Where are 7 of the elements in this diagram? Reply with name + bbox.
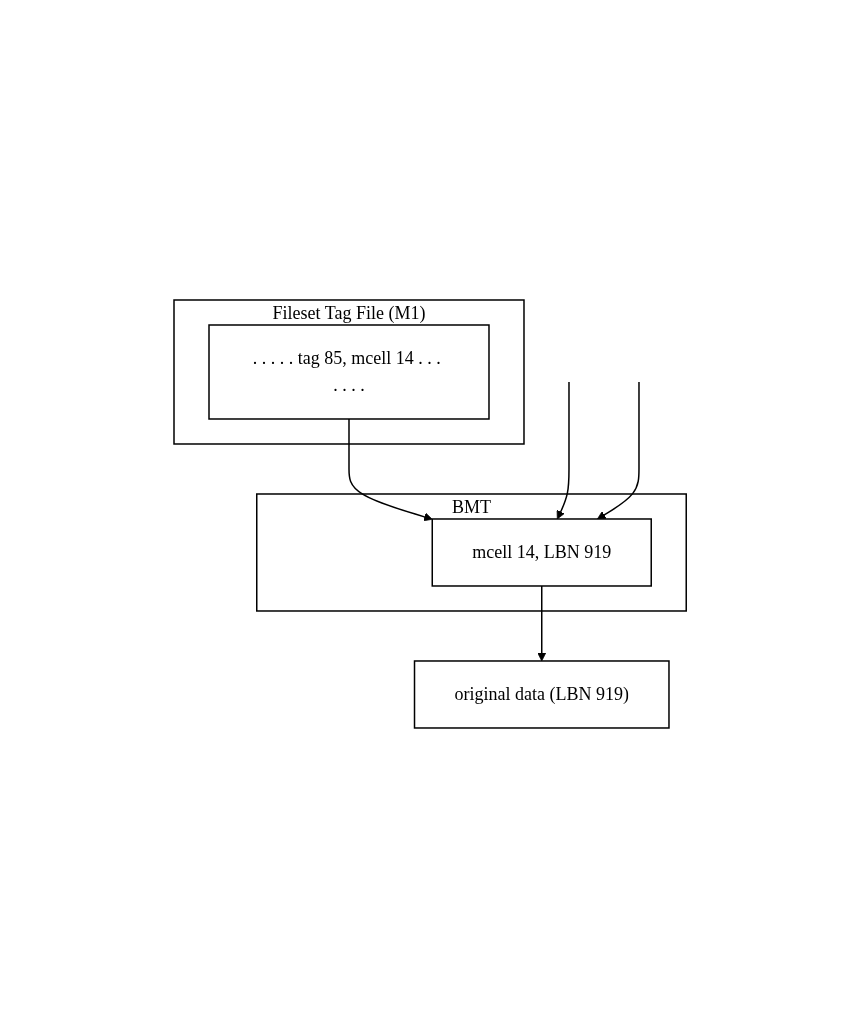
node-box: original data (LBN 919) <box>413 660 670 729</box>
arrow <box>348 418 433 522</box>
arrow <box>556 381 570 520</box>
node-box: . . . . . tag 85, mcell 14 . . . . . . . <box>208 324 490 420</box>
arrow <box>596 381 640 520</box>
arrow <box>537 585 546 662</box>
node-box: mcell 14, LBN 919 <box>431 518 652 587</box>
